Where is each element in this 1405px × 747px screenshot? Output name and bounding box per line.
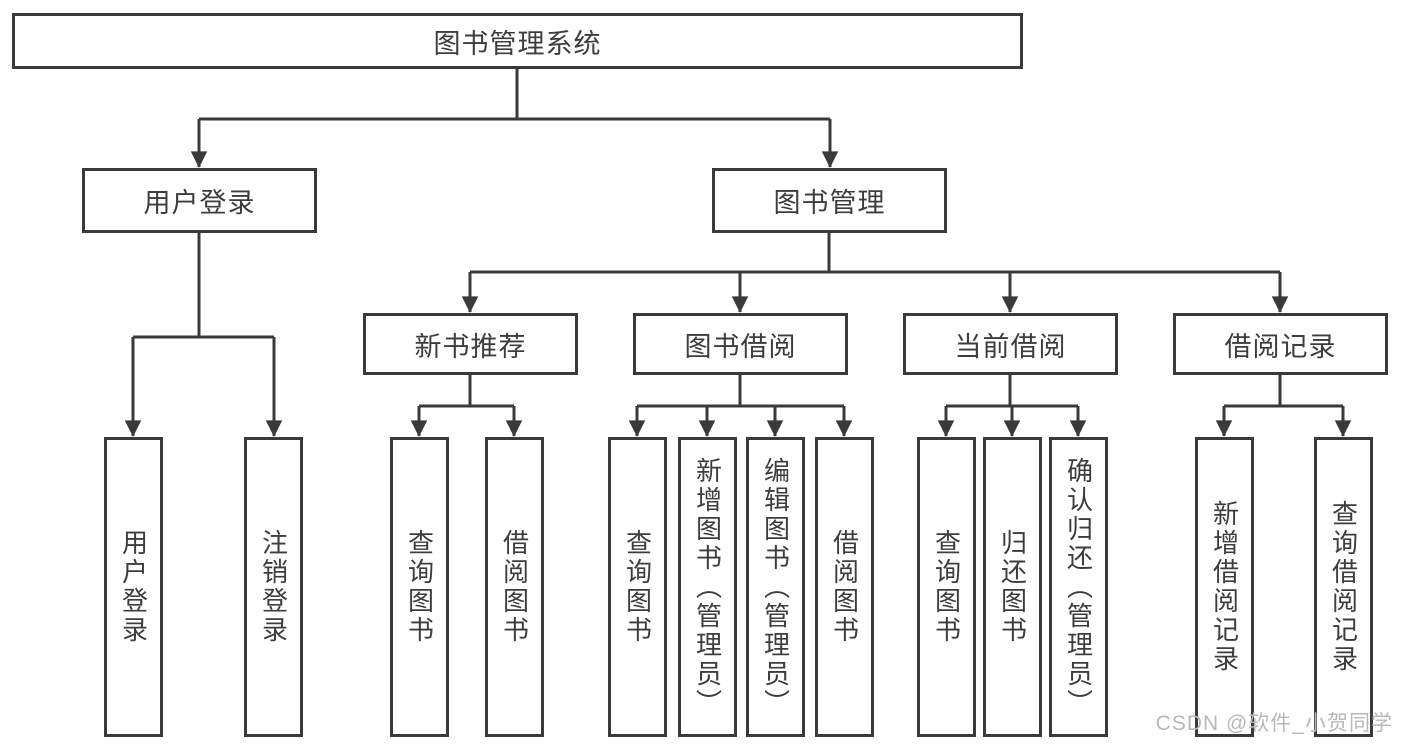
- leaf-return-books: 归还图书: [983, 437, 1042, 737]
- node-current-borrow: 当前借阅: [903, 313, 1118, 375]
- leaf-confirm-return-admin: 确认归还（管理员）: [1049, 437, 1108, 737]
- leaf-recommend-borrow-books: 借阅图书: [485, 437, 544, 737]
- leaf-add-books-admin: 新增图书（管理员）: [678, 437, 737, 737]
- node-book-borrow-label: 图书借阅: [684, 331, 797, 362]
- leaf-query-borrow-record-label: 查询借阅记录: [1328, 500, 1359, 674]
- node-user-login: 用户登录: [82, 168, 317, 233]
- leaf-logout: 注销登录: [244, 437, 303, 737]
- edges-new-book-recommend: [410, 375, 523, 437]
- leaf-logout-label: 注销登录: [258, 529, 289, 645]
- leaf-borrow-query-books-label: 查询图书: [622, 529, 653, 645]
- leaf-user-login-label: 用户登录: [118, 529, 149, 645]
- node-library-system: 图书管理系统: [12, 13, 1023, 69]
- node-book-management: 图书管理: [712, 168, 947, 233]
- edges-user-login: [124, 233, 283, 437]
- node-book-management-label: 图书管理: [773, 188, 886, 218]
- edges-borrow-records: [1215, 375, 1352, 437]
- edges-root: [190, 69, 839, 168]
- edges-current-borrow: [937, 375, 1087, 437]
- leaf-current-query-books-label: 查询图书: [931, 529, 962, 645]
- leaf-confirm-return-admin-label: 确认归还（管理员）: [1063, 456, 1094, 718]
- leaf-user-login: 用户登录: [104, 437, 163, 737]
- node-borrow-records-label: 借阅记录: [1224, 331, 1337, 362]
- node-new-book-recommend-label: 新书推荐: [414, 331, 527, 362]
- leaf-return-books-label: 归还图书: [997, 529, 1028, 645]
- leaf-borrow-query-books: 查询图书: [608, 437, 667, 737]
- node-borrow-records: 借阅记录: [1173, 313, 1388, 375]
- leaf-add-books-admin-label: 新增图书（管理员）: [692, 456, 723, 718]
- node-new-book-recommend: 新书推荐: [363, 313, 578, 375]
- node-current-borrow-label: 当前借阅: [954, 331, 1067, 362]
- edges-book-management: [461, 233, 1289, 313]
- leaf-borrow-books-label: 借阅图书: [829, 529, 860, 645]
- leaf-edit-books-admin: 编辑图书（管理员）: [746, 437, 805, 737]
- leaf-add-borrow-record-label: 新增借阅记录: [1209, 500, 1240, 674]
- leaf-add-borrow-record: 新增借阅记录: [1195, 437, 1254, 737]
- node-library-system-label: 图书管理系统: [433, 28, 602, 59]
- leaf-borrow-books: 借阅图书: [815, 437, 874, 737]
- leaf-current-query-books: 查询图书: [917, 437, 976, 737]
- node-user-login-label: 用户登录: [143, 188, 256, 218]
- watermark: CSDN @软件_小贺同学: [1155, 712, 1393, 735]
- edges-book-borrow: [628, 375, 853, 437]
- leaf-edit-books-admin-label: 编辑图书（管理员）: [760, 456, 791, 718]
- leaf-recommend-query-books-label: 查询图书: [404, 529, 435, 645]
- leaf-recommend-query-books: 查询图书: [390, 437, 449, 737]
- leaf-query-borrow-record: 查询借阅记录: [1314, 437, 1373, 737]
- node-book-borrow: 图书借阅: [633, 313, 848, 375]
- leaf-recommend-borrow-books-label: 借阅图书: [499, 529, 530, 645]
